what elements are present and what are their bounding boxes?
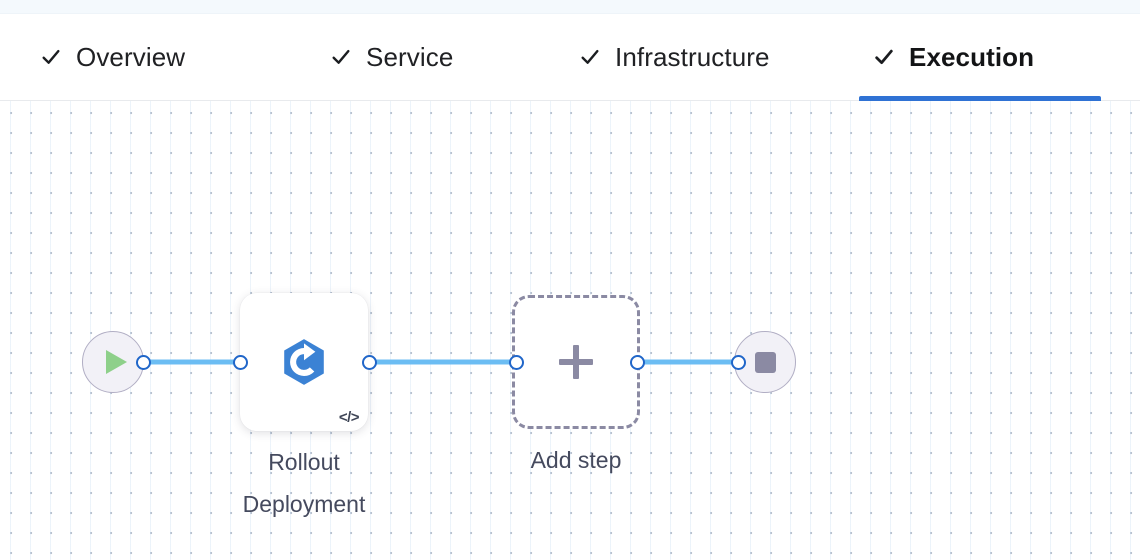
pipeline-tabs: Overview Service Infrastructure Executio… <box>0 14 1140 101</box>
tab-overview[interactable]: Overview <box>26 14 250 100</box>
tab-execution-label: Execution <box>909 42 1035 72</box>
flow-node-add-step[interactable] <box>512 295 640 429</box>
handle-rollout-input[interactable] <box>233 355 248 370</box>
check-icon <box>579 46 601 68</box>
check-icon <box>330 46 352 68</box>
tab-infrastructure[interactable]: Infrastructure <box>565 14 827 100</box>
execution-flow-graph: </> Rollout Deployment Add step <box>0 101 1140 560</box>
stop-icon <box>754 351 776 373</box>
handle-end-input[interactable] <box>731 355 746 370</box>
play-icon <box>105 350 127 374</box>
handle-addstep-input[interactable] <box>509 355 524 370</box>
flow-node-rollout-label: Rollout Deployment <box>242 449 366 517</box>
handle-rollout-output[interactable] <box>362 355 377 370</box>
tab-overview-label: Overview <box>76 42 186 72</box>
handle-start-output[interactable] <box>136 355 151 370</box>
tab-execution[interactable]: Execution <box>859 14 1101 101</box>
tab-service[interactable]: Service <box>316 14 506 100</box>
tab-infrastructure-label: Infrastructure <box>615 42 770 72</box>
tab-service-label: Service <box>366 42 454 72</box>
code-icon[interactable]: </> <box>338 409 360 426</box>
flow-node-add-step-label: Add step <box>530 447 622 473</box>
flow-node-start[interactable] <box>82 331 144 393</box>
handle-addstep-output[interactable] <box>630 355 645 370</box>
check-icon <box>873 46 895 68</box>
tab-active-underline <box>859 96 1101 101</box>
flow-node-rollout-deployment[interactable]: </> <box>240 293 368 431</box>
check-icon <box>40 46 62 68</box>
rollout-deployment-icon <box>279 337 329 387</box>
flow-node-end[interactable] <box>734 331 796 393</box>
plus-icon <box>559 345 593 379</box>
